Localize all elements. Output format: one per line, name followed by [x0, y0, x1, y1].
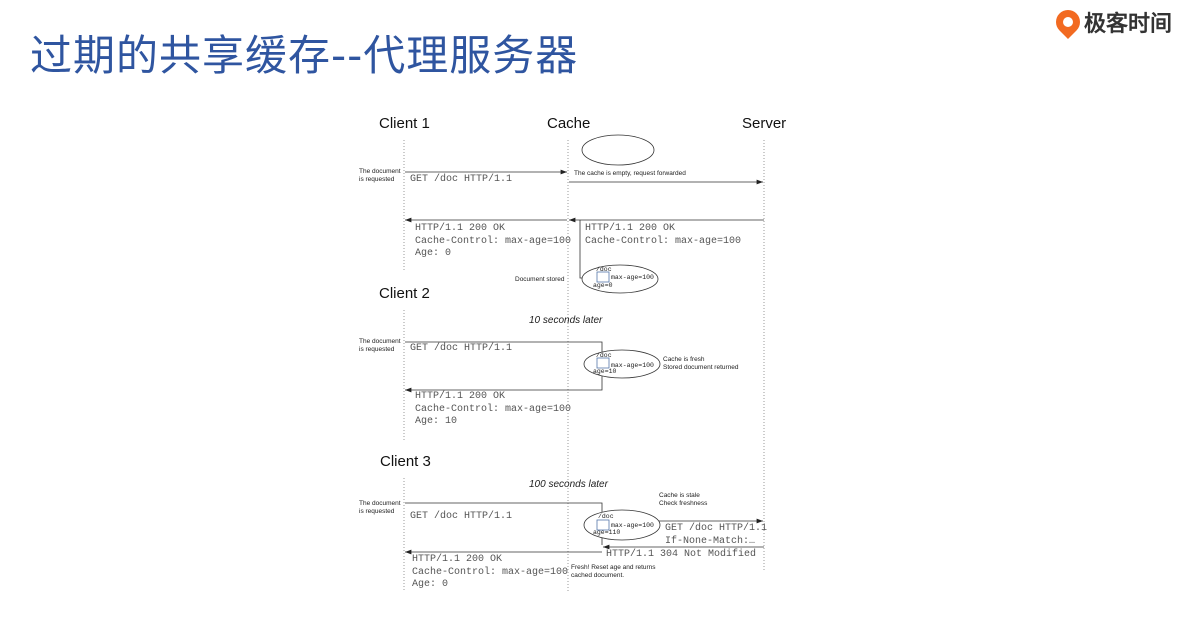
note-requested-3: The document is requested: [359, 500, 401, 515]
cache-fresh-note: Cache is fresh Stored document returned: [663, 356, 739, 371]
not-modified-response: HTTP/1.1 304 Not Modified: [606, 549, 757, 560]
note-requested-1: The document is requested: [359, 168, 401, 183]
lifelines: [403, 140, 765, 592]
age-label-3: age=110: [593, 529, 621, 536]
request-3: GET /doc HTTP/1.1: [410, 511, 513, 522]
delay-10s: 10 seconds later: [529, 315, 603, 326]
doc-label-3: /doc: [598, 513, 614, 520]
logo-text: 极客时间: [1084, 12, 1173, 37]
doc-label-1: /doc: [596, 266, 612, 273]
request-2: GET /doc HTTP/1.1: [410, 343, 513, 354]
page-title: 过期的共享缓存--代理服务器: [30, 31, 579, 80]
cloud-2: [583, 349, 661, 379]
actor-client-2: Client 2: [379, 285, 430, 302]
cloud-empty: [581, 134, 655, 166]
age-label-1: age=0: [593, 282, 613, 289]
server-response-1: HTTP/1.1 200 OK Cache-Control: max-age=1…: [585, 223, 742, 247]
fresh-reset-note: Fresh! Reset age and returns cached docu…: [571, 564, 656, 579]
logo: 极客时间: [1051, 5, 1173, 39]
request-1: GET /doc HTTP/1.1: [410, 174, 513, 185]
cache-empty-note: The cache is empty, request forwarded: [574, 170, 686, 177]
revalidation-request: GET /doc HTTP/1.1 If-None-Match:…: [665, 523, 768, 547]
cloud-3: [583, 509, 661, 541]
client-response-1: HTTP/1.1 200 OK Cache-Control: max-age=1…: [415, 223, 572, 259]
age-label-2: age=10: [593, 368, 617, 375]
delay-100s: 100 seconds later: [529, 479, 608, 490]
actor-client-3: Client 3: [380, 453, 431, 470]
client-response-2: HTTP/1.1 200 OK Cache-Control: max-age=1…: [415, 391, 572, 427]
doc-boxes: [596, 271, 610, 531]
cache-stale-note: Cache is stale Check freshness: [659, 492, 708, 507]
maxage-label-1: max-age=100: [611, 274, 654, 281]
actor-cache: Cache: [547, 115, 591, 132]
actor-server: Server: [742, 115, 787, 132]
note-requested-2: The document is requested: [359, 338, 401, 353]
document-stored-note: Document stored: [515, 276, 565, 283]
doc-label-2: /doc: [596, 352, 612, 359]
actor-client-1: Client 1: [379, 115, 430, 132]
maxage-label-2: max-age=100: [611, 362, 654, 369]
maxage-label-3: max-age=100: [611, 522, 654, 529]
client-response-3: HTTP/1.1 200 OK Cache-Control: max-age=1…: [412, 554, 569, 590]
